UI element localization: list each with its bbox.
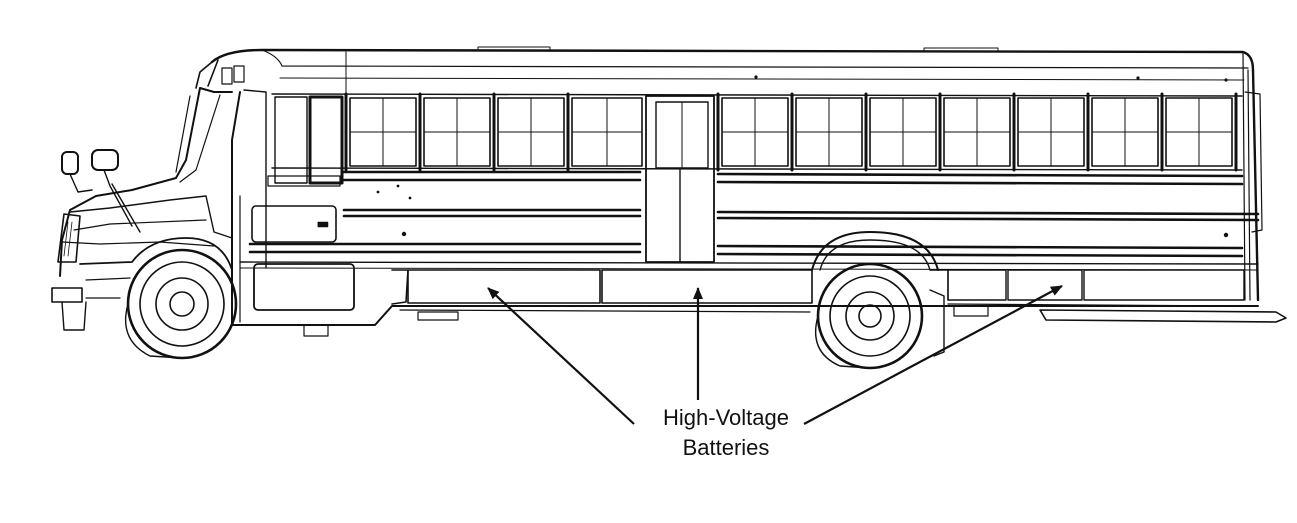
bus-body: [210, 46, 1263, 326]
callout-arrows: [487, 285, 1063, 425]
hood: [51, 59, 245, 331]
rear-wheel-arch: [811, 231, 949, 301]
callout-label-line-1: High-Voltage: [663, 405, 789, 430]
arrow-right: [803, 285, 1063, 425]
entry-panel: [239, 175, 355, 323]
window-band: [271, 92, 1243, 185]
arrow-left: [487, 287, 635, 425]
mirror-assembly: [61, 149, 141, 233]
body-details: [376, 75, 1229, 238]
front-wheel: [124, 248, 238, 360]
callout-label-line-2: Batteries: [682, 435, 770, 460]
rear-wheel: [814, 262, 945, 370]
rub-rails: [248, 170, 1260, 258]
undercarriage: [303, 305, 1287, 337]
emergency-door: [645, 95, 715, 263]
